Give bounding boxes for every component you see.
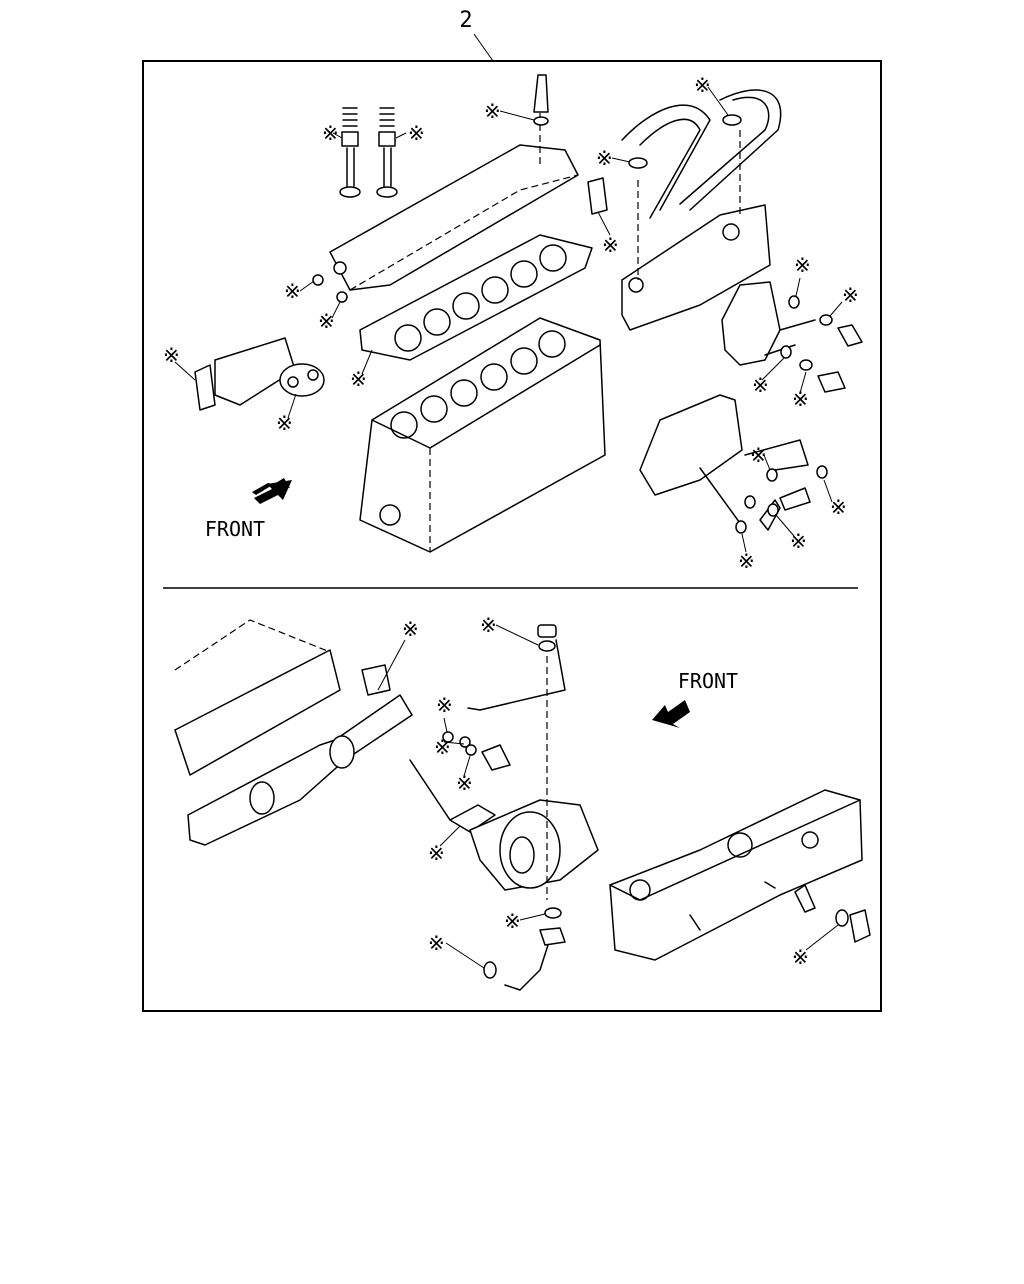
kit-marker: ※	[504, 909, 521, 933]
lower-panel: FRONT	[174, 619, 871, 991]
exhaust-manifold	[174, 619, 413, 846]
kit-marker: ※	[738, 549, 755, 573]
kit-marker: ※	[318, 309, 335, 333]
marker-leader-lines	[174, 86, 843, 969]
kit-marker: ※	[794, 253, 811, 277]
kit-marker: ※	[480, 613, 497, 637]
front-label-lower: FRONT	[678, 669, 738, 693]
kit-marker: ※	[792, 387, 809, 411]
kit-marker: ※	[694, 73, 711, 97]
valve-assembly	[339, 107, 398, 198]
front-pipe-assembly	[194, 337, 325, 411]
kit-marker: ※	[408, 121, 425, 145]
water-pipe-assembly	[533, 74, 782, 219]
kit-marker: ※	[752, 373, 769, 397]
kit-marker: ※	[792, 945, 809, 969]
head-gasket	[359, 234, 593, 361]
kit-marker: ※	[790, 529, 807, 553]
kit-marker: ※	[484, 99, 501, 123]
kit-marker: ※	[602, 233, 619, 257]
front-arrow-upper-icon	[254, 480, 292, 504]
kit-marker: ※	[428, 841, 445, 865]
kit-marker: ※	[322, 121, 339, 145]
kit-marker: ※	[434, 735, 451, 759]
kit-marker: ※	[284, 279, 301, 303]
kit-marker: ※	[596, 146, 613, 170]
kit-marker: ※	[428, 931, 445, 955]
kit-marker: ※	[350, 367, 367, 391]
diagram-frame	[142, 60, 882, 1012]
item-leader-line	[473, 33, 494, 62]
oil-pump-bracket	[721, 281, 863, 393]
upper-panel: FRONT	[194, 74, 863, 553]
kit-marker: ※	[842, 283, 859, 307]
water-manifold	[621, 130, 771, 331]
kit-marker: ※	[830, 495, 847, 519]
front-label-upper: FRONT	[205, 517, 265, 541]
kit-marker: ※	[276, 411, 293, 435]
oil-return-pipe	[483, 907, 566, 991]
oil-feed-pipe	[442, 624, 566, 771]
kit-marker: ※	[456, 771, 473, 795]
front-arrow-lower-icon	[652, 700, 690, 728]
intake-manifold	[609, 789, 871, 961]
cylinder-block	[359, 317, 606, 553]
kit-marker: ※	[402, 617, 419, 641]
item-number: 2	[459, 8, 472, 33]
turbocharger	[409, 656, 599, 900]
oil-cooler	[639, 394, 828, 534]
kit-marker: ※	[163, 343, 180, 367]
kit-marker: ※	[750, 443, 767, 467]
kit-marker: ※	[436, 693, 453, 717]
